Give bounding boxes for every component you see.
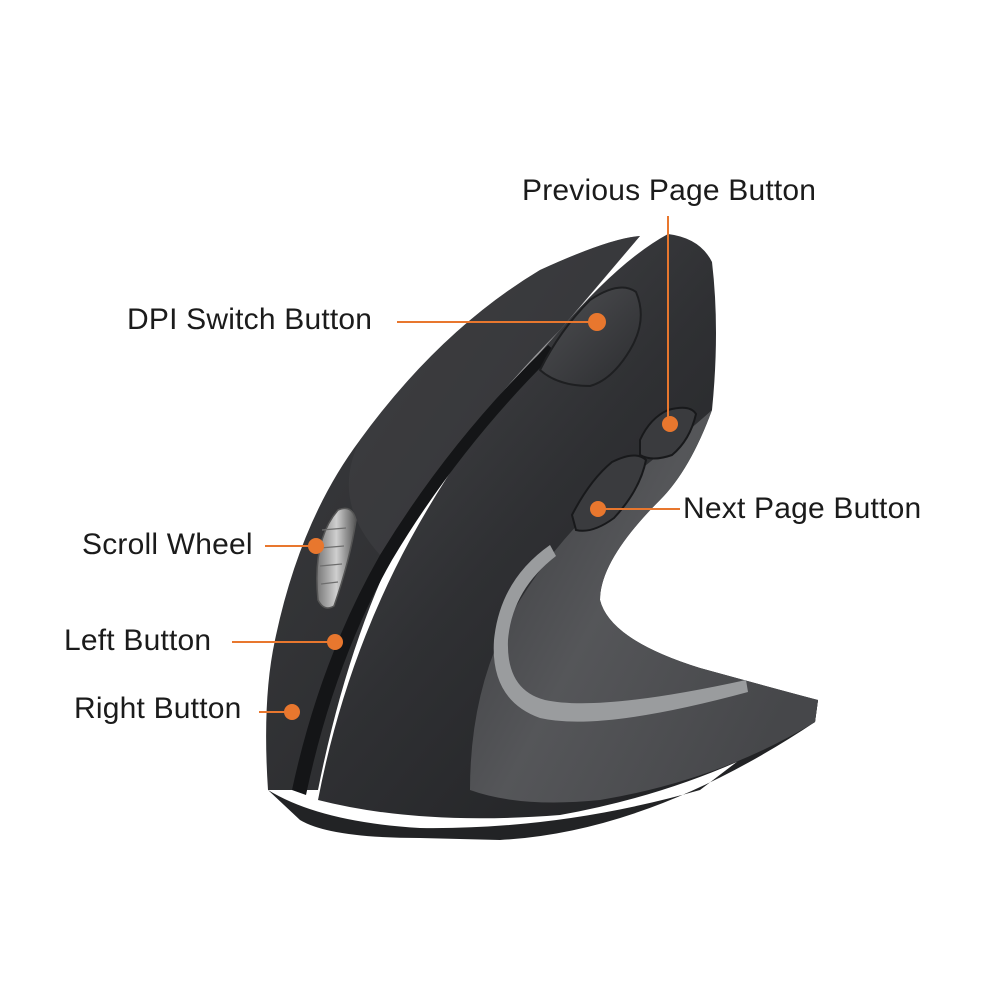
callout-lines (232, 216, 680, 713)
callout-dot-right (284, 704, 300, 720)
scroll-wheel-label: Scroll Wheel (82, 528, 253, 561)
right-button-label: Right Button (74, 692, 242, 725)
callout-dot-next (590, 501, 606, 517)
left-button-label: Left Button (64, 624, 212, 657)
next-page-button-label: Next Page Button (683, 492, 922, 525)
previous-page-shape (639, 406, 698, 460)
dpi-switch-shape (538, 286, 642, 388)
next-page-shape (570, 454, 648, 532)
callout-dot-scroll (308, 538, 324, 554)
previous-page-button-label: Previous Page Button (522, 174, 817, 207)
scroll-wheel-ridges (319, 527, 347, 585)
callout-dot-dpi (588, 313, 606, 331)
callout-dots (284, 313, 678, 720)
mouse-accent-stripe (493, 545, 748, 722)
mouse-base (268, 700, 818, 840)
callout-dot-left (327, 634, 343, 650)
callout-dot-previous (662, 416, 678, 432)
mouse-top-ridge (348, 236, 640, 555)
dpi-switch-button-label: DPI Switch Button (127, 303, 373, 336)
